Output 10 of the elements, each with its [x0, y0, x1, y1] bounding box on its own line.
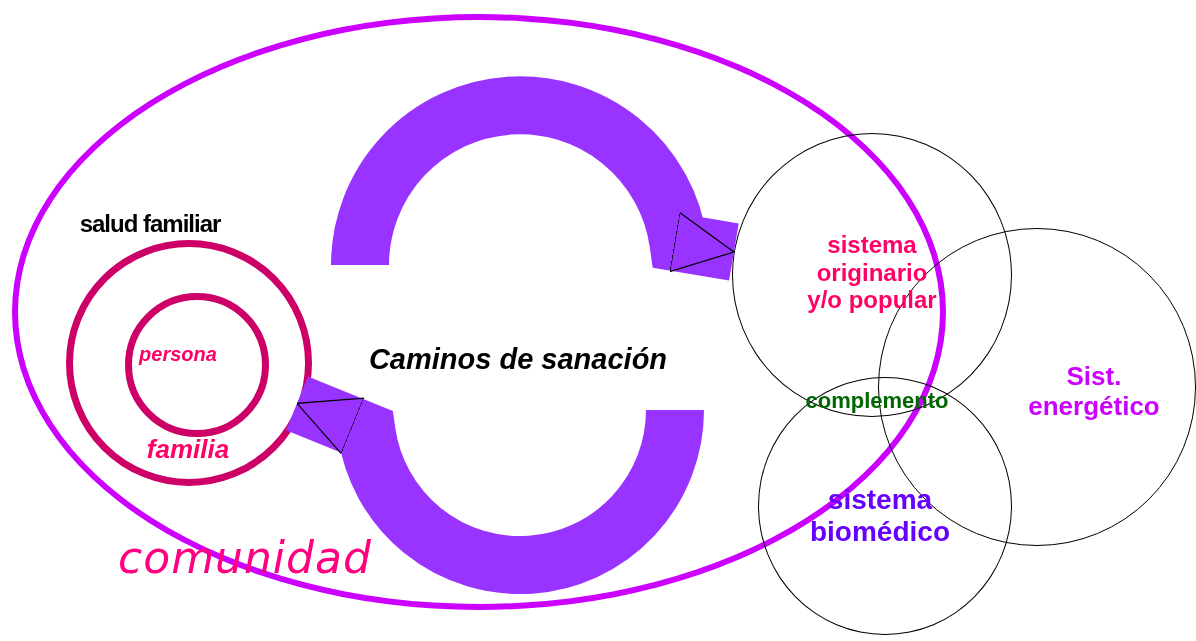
- circle-heading: salud familiar: [79, 210, 221, 238]
- center-label: Caminos de sanación: [368, 343, 668, 377]
- circle: [125, 293, 269, 437]
- curved-arrow: [331, 76, 739, 281]
- circle: [66, 240, 312, 486]
- curved-arrow: [286, 376, 704, 594]
- circle-label: persona: [139, 342, 217, 366]
- circle: [758, 377, 1012, 635]
- circle-label: Sist. energético: [1027, 362, 1161, 422]
- circle-label: familia: [146, 435, 230, 465]
